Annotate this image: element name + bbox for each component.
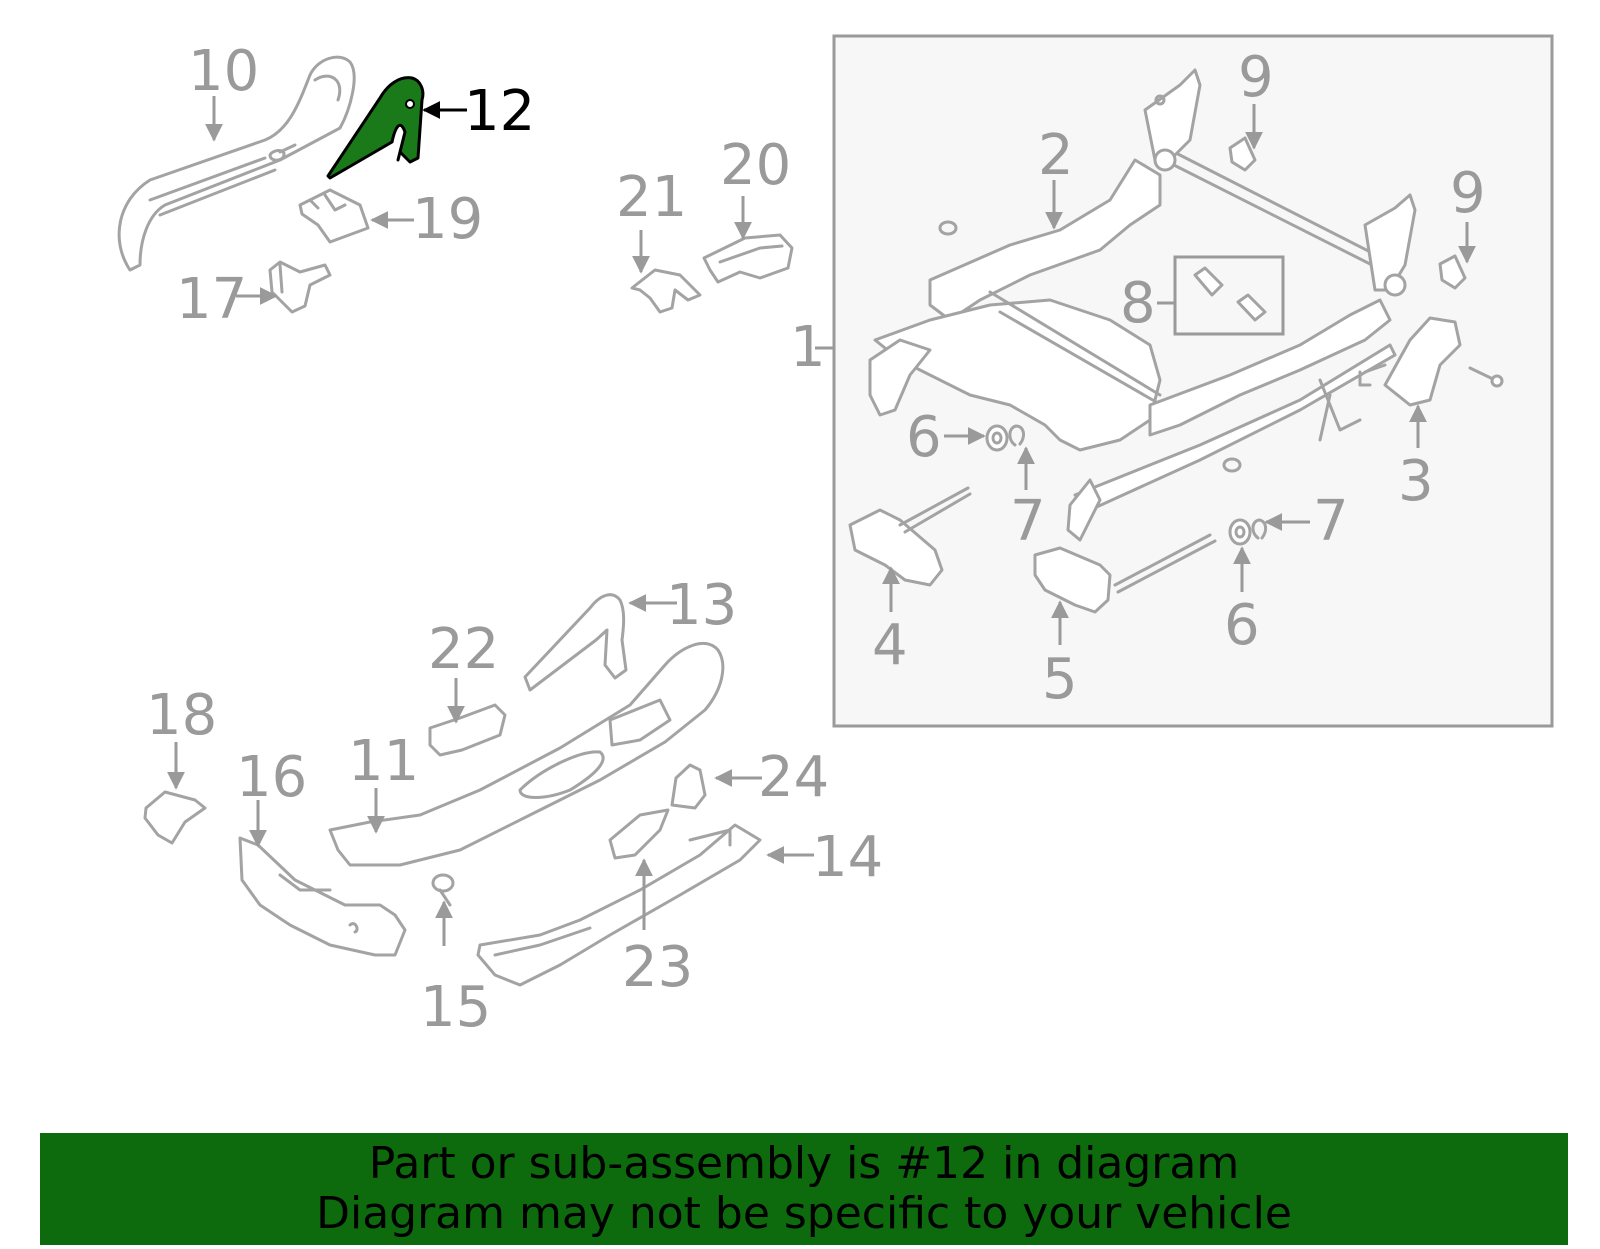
banner-line-2: Diagram may not be specific to your vehi… — [316, 1188, 1292, 1239]
part-12-highlighted[interactable] — [326, 76, 425, 180]
callout-14: 14 — [812, 825, 883, 890]
callout-16: 16 — [236, 745, 307, 810]
part-16-trim-piece[interactable] — [238, 836, 407, 957]
part-7-clip-b[interactable] — [1251, 518, 1268, 540]
part-22-plug[interactable] — [428, 703, 507, 757]
part-13-bracket[interactable] — [523, 593, 628, 692]
callout-22: 22 — [428, 617, 499, 682]
banner-line-1: Part or sub-assembly is #12 in diagram — [368, 1138, 1240, 1189]
info-banner: Part or sub-assembly is #12 in diagram D… — [40, 1133, 1568, 1245]
part-4-motor[interactable] — [848, 486, 972, 587]
callout-3: 3 — [1398, 449, 1434, 514]
seat-parts-diagram: 1 2 3 4 5 6 6 7 7 8 9 9 10 11 12 13 14 1… — [117, 34, 1554, 1040]
part-10-side-shield[interactable] — [117, 55, 356, 272]
callout-13: 13 — [666, 573, 737, 638]
callout-labels: 1 2 3 4 5 6 6 7 7 8 9 9 10 11 12 13 14 1… — [146, 39, 1486, 1040]
callout-1: 1 — [790, 315, 826, 380]
part-18-clip[interactable] — [143, 790, 207, 845]
callout-17: 17 — [176, 267, 247, 332]
callout-19: 19 — [412, 187, 483, 252]
part-14-lower-trim[interactable] — [476, 823, 762, 987]
callout-18: 18 — [146, 683, 217, 748]
callout-20: 20 — [720, 133, 791, 198]
part-11-side-trim[interactable] — [328, 641, 725, 867]
part-23-cover[interactable] — [608, 808, 670, 860]
callout-23: 23 — [622, 935, 693, 1000]
leader-lines — [167, 96, 1476, 946]
part-20-cover[interactable] — [702, 233, 794, 284]
part-9-nut-a[interactable] — [1228, 136, 1257, 172]
callout-4: 4 — [872, 613, 908, 678]
part-2-seat-frame[interactable] — [868, 68, 1417, 542]
callout-10: 10 — [188, 39, 259, 104]
callout-9a: 9 — [1238, 45, 1274, 110]
callout-2: 2 — [1038, 123, 1074, 188]
part-3-motor[interactable] — [1358, 316, 1504, 407]
part-5-motor[interactable] — [1033, 533, 1217, 614]
callout-21: 21 — [616, 165, 687, 230]
part-24-clip[interactable] — [670, 763, 707, 810]
part-8-bushing-kit[interactable] — [1173, 255, 1285, 336]
part-7-clip-a[interactable] — [1008, 424, 1025, 447]
callout-12: 12 — [464, 79, 535, 144]
part-9-nut-b[interactable] — [1438, 254, 1467, 290]
callout-7a: 7 — [1010, 489, 1046, 554]
part-12-shape — [326, 76, 425, 180]
callout-6b: 6 — [1224, 593, 1260, 658]
callout-7b: 7 — [1313, 489, 1349, 554]
callout-5: 5 — [1042, 647, 1078, 712]
part-6-washer-b[interactable] — [1228, 518, 1252, 546]
callout-11: 11 — [348, 729, 419, 794]
part-21-clip[interactable] — [630, 268, 702, 314]
part-19-bracket[interactable] — [298, 188, 370, 244]
callout-8: 8 — [1120, 271, 1156, 336]
callout-24: 24 — [758, 745, 829, 810]
part-15-screw[interactable] — [431, 873, 455, 907]
part-6-washer-a[interactable] — [985, 424, 1009, 452]
callout-6a: 6 — [906, 405, 942, 470]
callout-15: 15 — [420, 975, 491, 1040]
frame-nuts — [938, 220, 1242, 473]
callout-9b: 9 — [1450, 161, 1486, 226]
part-17-clip[interactable] — [268, 260, 332, 314]
